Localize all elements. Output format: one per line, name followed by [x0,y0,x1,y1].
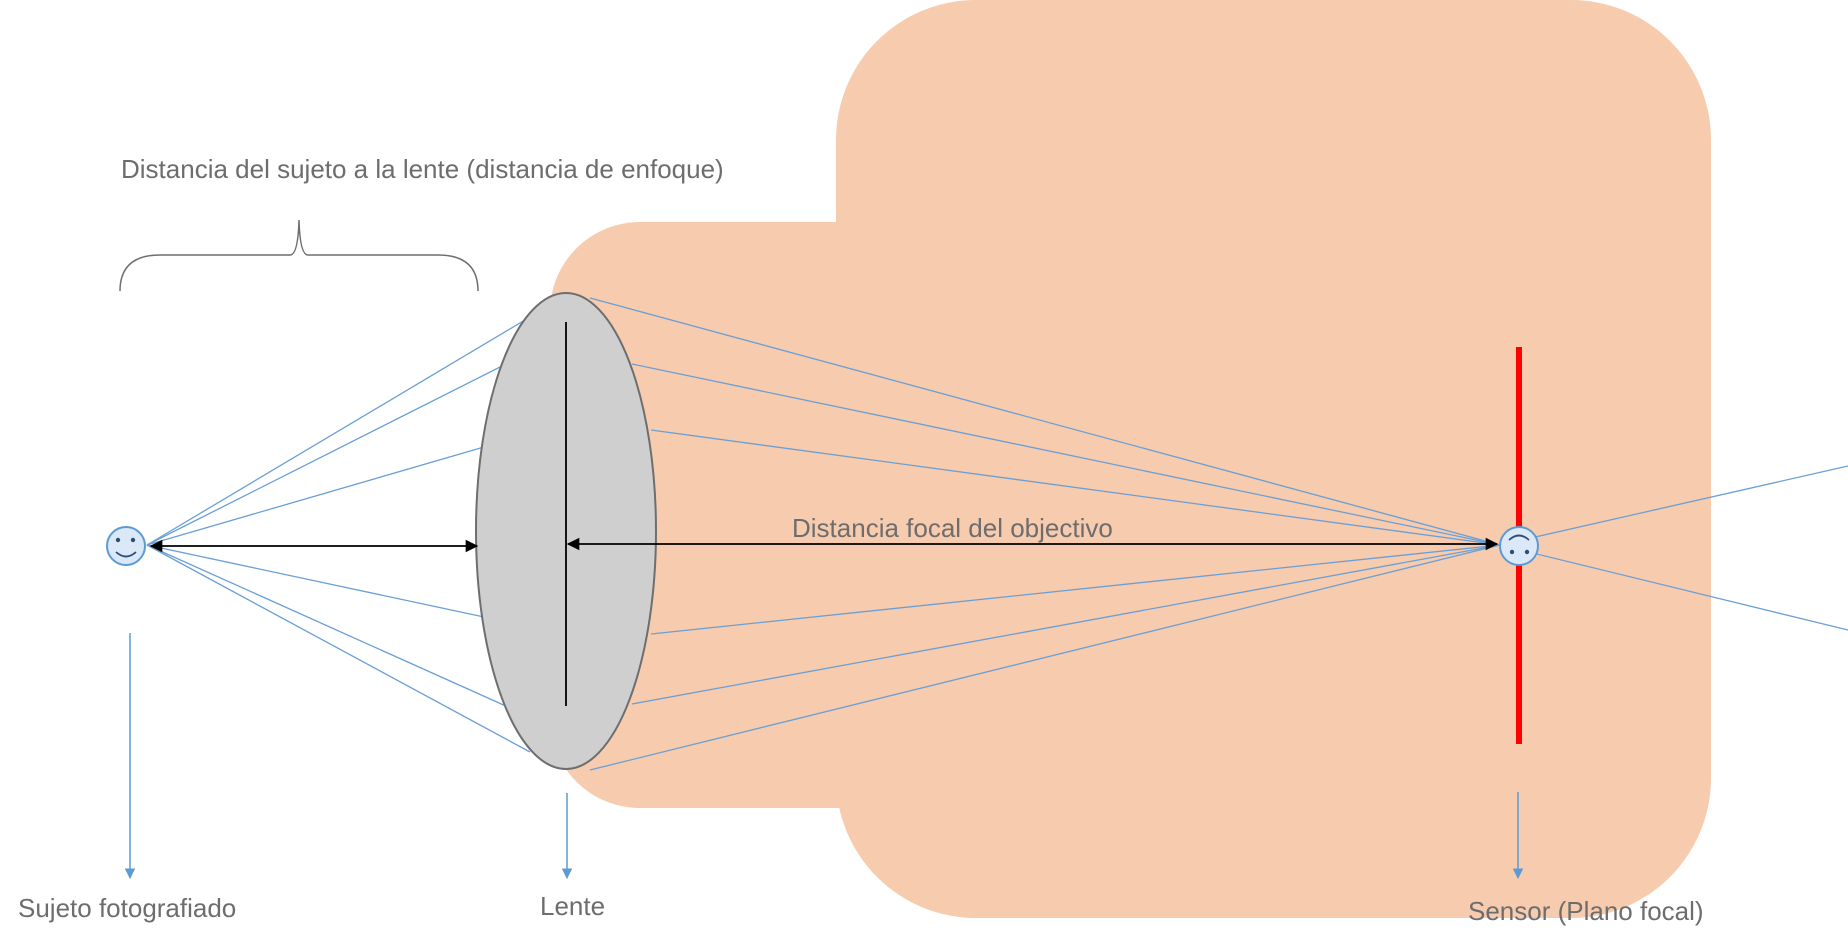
ray-lens-to-sensor [589,297,1501,546]
ray-beyond-sensor [1499,465,1848,546]
ray-lens-to-sensor [650,544,1501,635]
ray-subject-to-lens [146,316,531,546]
camera-body [550,0,1711,918]
focal-length-label: Distancia focal del objectivo [792,513,1113,543]
focus-distance-brace [119,219,479,292]
camera-body-main [836,0,1711,918]
ray-subject-to-lens [146,544,531,753]
ray-beyond-sensor [1499,544,1848,631]
focus-distance-label: Distancia del sujeto a la lente (distanc… [121,154,724,184]
ray-lens-to-sensor [631,363,1501,546]
sensor-label: Sensor (Plano focal) [1468,896,1704,926]
subject-face-icon [106,526,146,566]
lens-label: Lente [540,891,605,921]
subject-label: Sujeto fotografiado [18,893,236,923]
ray-lens-to-sensor [589,544,1501,771]
ray-lens-to-sensor [650,429,1501,546]
light-rays [146,297,1848,771]
inverted-image-face-icon [1499,526,1539,566]
ray-subject-to-lens [146,446,485,546]
ray-lens-to-sensor [631,544,1501,705]
ray-subject-to-lens [146,544,485,618]
ray-subject-to-lens [146,362,509,546]
ray-subject-to-lens [146,544,509,708]
